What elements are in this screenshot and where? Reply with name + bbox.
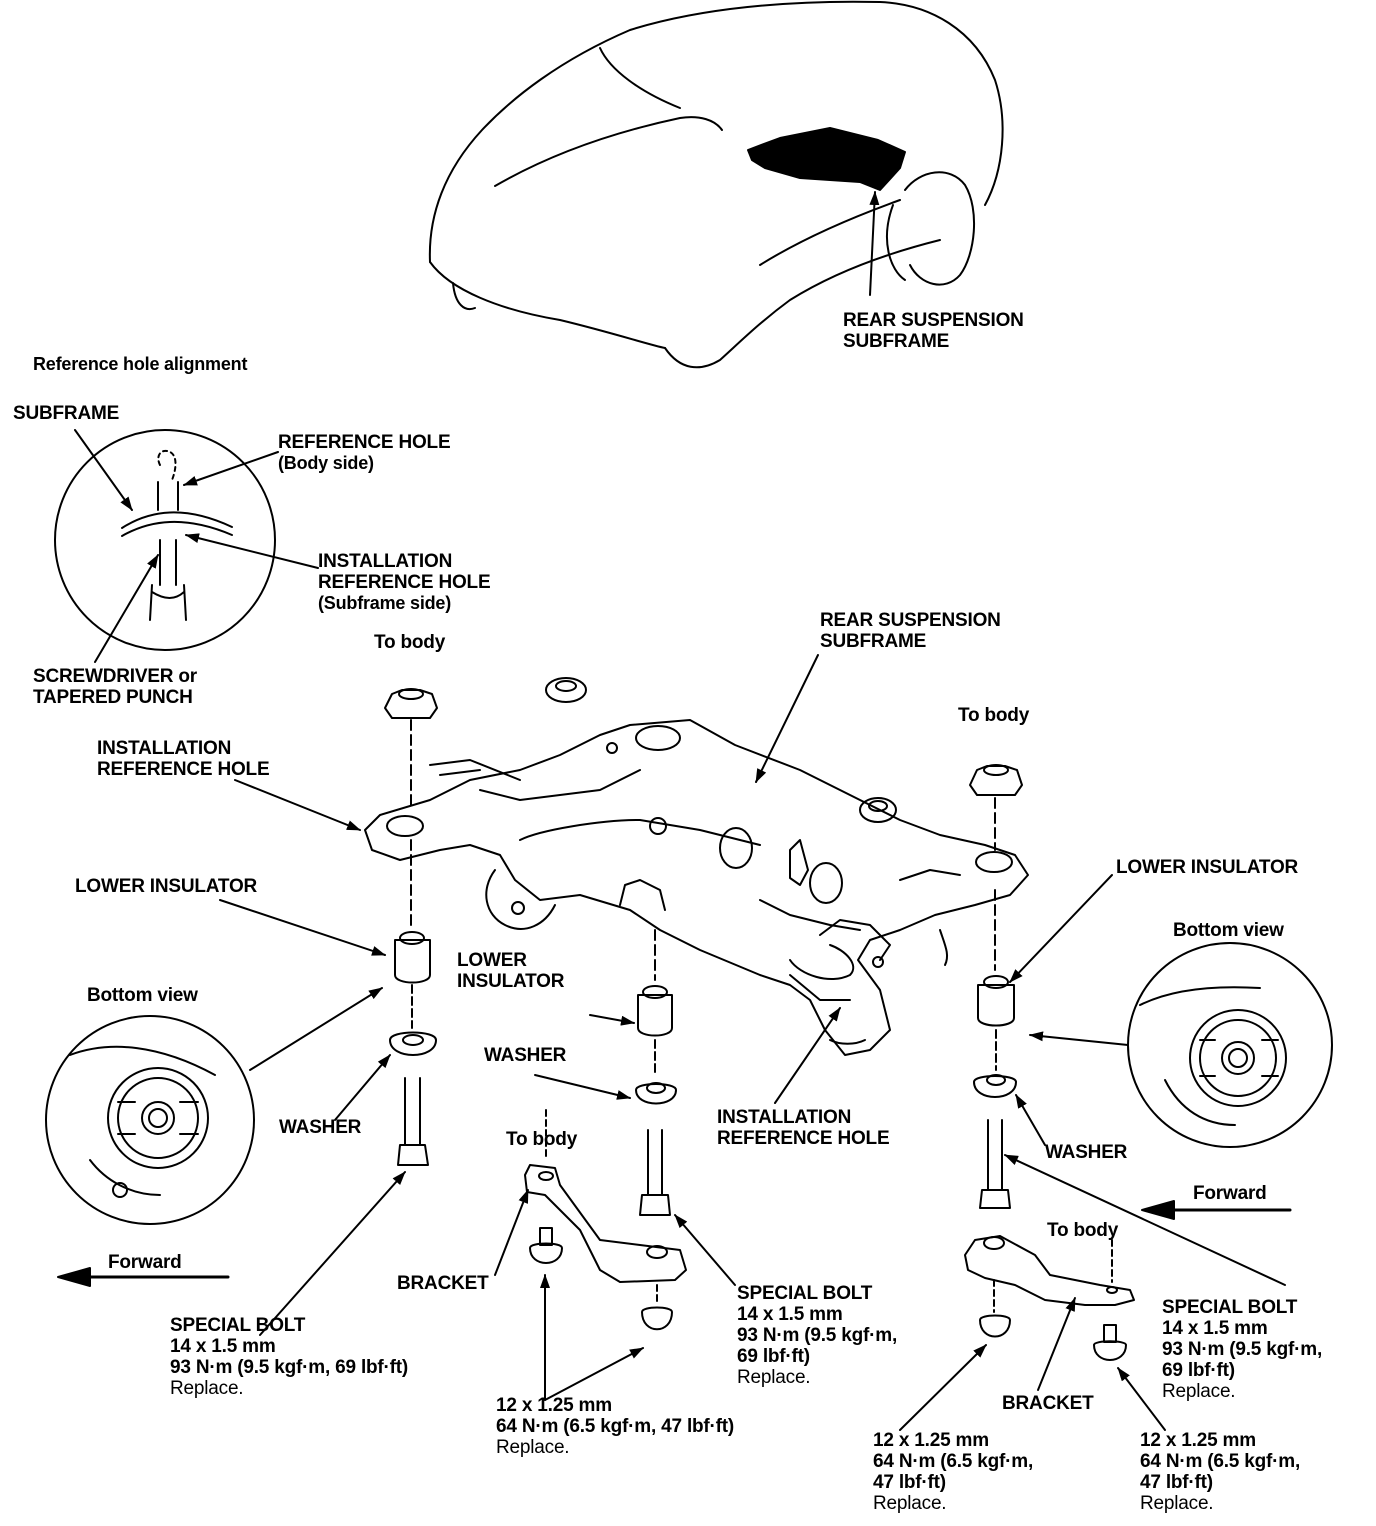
rear-suspension-subframe (364, 719, 1029, 1056)
bracket-right (964, 1235, 1135, 1361)
label-ref-subframe: SUBFRAME (13, 403, 120, 424)
bottom-view-left-detail (45, 1015, 255, 1225)
label-lower-insulator-right: LOWER INSULATOR (1116, 857, 1299, 878)
forward-arrow-right (1141, 1200, 1292, 1220)
label-bracket-middle: BRACKET (397, 1273, 489, 1294)
left-mount-stack (384, 688, 438, 1166)
label-washer-middle: WASHER (484, 1045, 567, 1066)
middle-mount-stack (635, 929, 677, 1216)
label-bottom-view-left: Bottom view (87, 985, 198, 1006)
label-to-body-bracket-middle: To body (506, 1129, 578, 1150)
label-forward-right: Forward (1193, 1183, 1267, 1204)
label-lower-insulator-left: LOWER INSULATOR (75, 876, 258, 897)
label-to-body-right: To body (958, 705, 1030, 726)
car-outline-illustration (428, 0, 1004, 369)
label-to-body-bracket-right: To body (1047, 1220, 1119, 1241)
right-mount-stack (969, 764, 1023, 1209)
grommet-top-center (545, 677, 587, 703)
reference-hole-detail (54, 429, 276, 651)
label-to-body-left: To body (374, 632, 446, 653)
bracket-middle (524, 1109, 687, 1331)
label-reference-hole-alignment: Reference hole alignment (33, 354, 248, 374)
label-reference-hole-body-side: REFERENCE HOLE(Body side) (278, 432, 451, 473)
label-washer-left: WASHER (279, 1117, 362, 1138)
label-washer-right: WASHER (1045, 1142, 1128, 1163)
forward-arrow-left (57, 1267, 230, 1287)
label-bottom-view-right: Bottom view (1173, 920, 1284, 941)
grommet-right-center (859, 797, 897, 823)
bottom-view-right-detail (1127, 942, 1333, 1148)
label-forward-left: Forward (108, 1252, 182, 1273)
label-bracket-right: BRACKET (1002, 1393, 1094, 1414)
car-subframe-highlight (747, 127, 906, 191)
